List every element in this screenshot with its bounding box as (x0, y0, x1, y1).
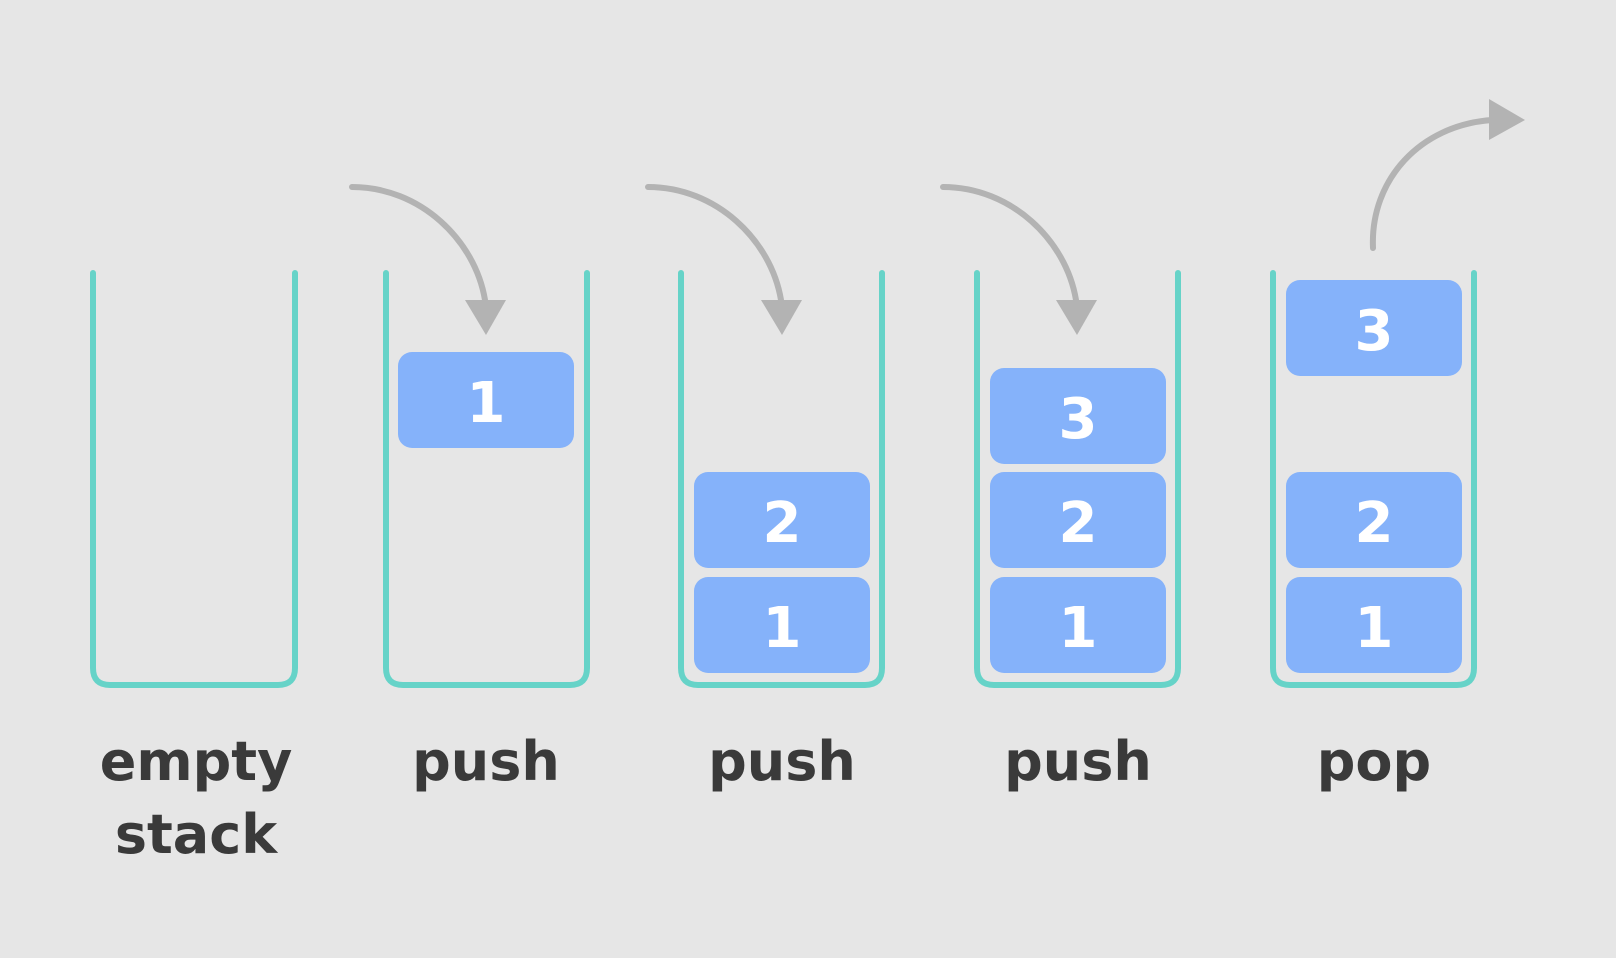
step-label: push (412, 730, 560, 793)
stack-block: 1 (1286, 577, 1462, 673)
stack-container (974, 270, 1181, 688)
step-pop: 3 2 1 pop (1270, 99, 1525, 793)
step-label-line-1: empty (100, 730, 293, 793)
stack-block: 2 (694, 472, 870, 568)
step-push-2: 2 1 push (645, 184, 885, 793)
push-arrow (645, 184, 784, 303)
push-arrow (349, 184, 488, 303)
push-arrow (940, 184, 1079, 303)
arrowhead-icon (1056, 300, 1097, 335)
step-push-3: 3 2 1 push (940, 184, 1181, 793)
stack-container (1270, 270, 1477, 688)
block-value: 1 (467, 371, 506, 436)
block-value: 3 (1355, 299, 1394, 364)
arrowhead-icon (761, 300, 802, 335)
step-label: push (708, 730, 856, 793)
stack-container (678, 270, 885, 688)
block-value: 3 (1059, 387, 1098, 452)
arrowhead-icon (465, 300, 506, 335)
block-value: 2 (763, 491, 802, 556)
step-label: pop (1317, 730, 1431, 793)
stack-container (90, 270, 298, 688)
block-value: 1 (1355, 596, 1394, 661)
popped-block: 3 (1286, 280, 1462, 376)
stack-container (383, 270, 590, 688)
stack-block: 2 (1286, 472, 1462, 568)
stack-block: 3 (990, 368, 1166, 464)
stack-block: 1 (398, 352, 574, 448)
block-value: 1 (1059, 596, 1098, 661)
pop-arrow (1369, 117, 1495, 251)
stack-block: 1 (694, 577, 870, 673)
step-empty-stack: empty stack (90, 270, 298, 866)
step-label-line-2: stack (115, 803, 278, 866)
block-value: 2 (1355, 491, 1394, 556)
step-push-1: 1 push (349, 184, 590, 793)
arrowhead-icon (1489, 99, 1525, 140)
stack-block: 1 (990, 577, 1166, 673)
block-value: 1 (763, 596, 802, 661)
block-value: 2 (1059, 491, 1098, 556)
stack-block: 2 (990, 472, 1166, 568)
step-label: push (1004, 730, 1152, 793)
